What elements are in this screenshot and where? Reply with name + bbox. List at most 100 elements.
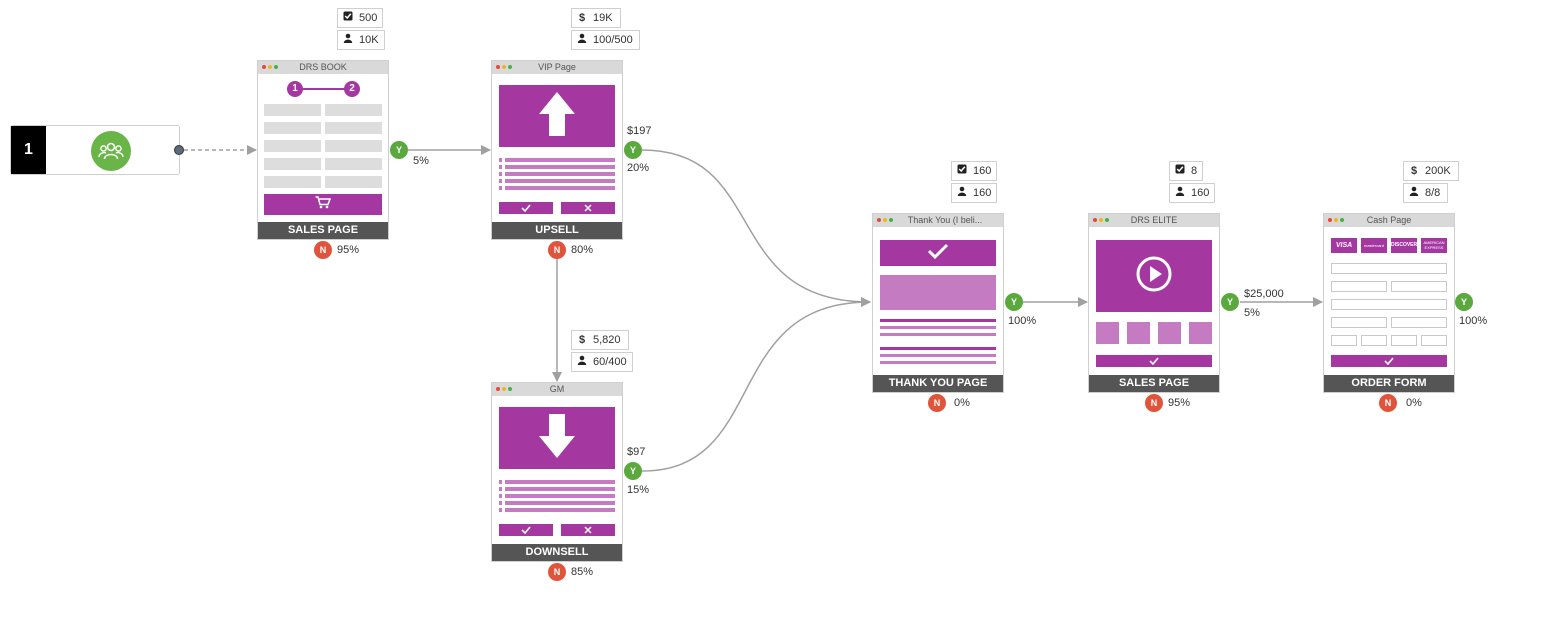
yes-percent: 5% <box>1244 307 1260 319</box>
stat-cash-revenue: $ 200K <box>1403 161 1459 181</box>
page-upsell[interactable]: VIP Page UPSELL <box>491 60 623 240</box>
yes-price: $97 <box>627 446 646 458</box>
no-badge[interactable]: N <box>548 563 566 581</box>
no-percent: 0% <box>1406 397 1422 409</box>
yes-badge[interactable]: Y <box>390 141 408 159</box>
cart-icon <box>315 195 332 214</box>
no-percent: 95% <box>1168 397 1191 409</box>
yes-percent: 20% <box>627 162 650 174</box>
page-title: Thank You (I beli... <box>907 215 983 225</box>
person-icon <box>957 184 967 202</box>
stat-thankyou-visitors: 160 <box>951 183 997 203</box>
page-title: Cash Page <box>1366 215 1412 225</box>
stat-sales-checks: 500 <box>337 8 383 28</box>
arrow-down-icon <box>538 412 576 465</box>
stat-value: 19K <box>593 12 613 24</box>
yes-badge[interactable]: Y <box>1221 293 1239 311</box>
stat-thankyou-checks: 160 <box>951 161 997 181</box>
close-icon <box>584 199 592 217</box>
stat-elite-checks: 8 <box>1169 161 1203 181</box>
dollar-icon: $ <box>578 334 586 346</box>
page-cash-page[interactable]: Cash Page VISA mastercard DISCOVER AMERI… <box>1323 213 1455 393</box>
page-title: GM <box>549 384 565 394</box>
stat-upsell-revenue: $ 19K <box>571 8 621 28</box>
accept-button <box>499 524 553 536</box>
no-badge[interactable]: N <box>314 241 332 259</box>
stat-value: 160 <box>1191 187 1210 199</box>
stat-value: 500 <box>359 12 378 24</box>
yes-badge[interactable]: Y <box>1005 293 1023 311</box>
no-badge[interactable]: N <box>1145 394 1163 412</box>
source-output-handle[interactable] <box>174 145 184 155</box>
stat-value: 160 <box>973 165 992 177</box>
no-percent: 0% <box>954 397 970 409</box>
connector-upsell-to-thankyou <box>641 149 871 307</box>
stat-downsell-revenue: $ 5,820 <box>571 330 629 350</box>
no-badge[interactable]: N <box>928 394 946 412</box>
connector-downsell-to-thankyou <box>641 297 871 472</box>
page-thank-you[interactable]: Thank You (I beli... THANK YOU PAGE <box>872 213 1004 393</box>
check-icon <box>1149 352 1159 370</box>
source-number: 1 <box>11 126 46 174</box>
stat-downsell-buyers: 60/400 <box>571 352 633 372</box>
page-title: VIP Page <box>538 62 576 72</box>
stat-upsell-buyers: 100/500 <box>571 30 640 50</box>
arrow-up-icon <box>538 90 576 143</box>
dollar-icon: $ <box>578 12 586 24</box>
person-icon <box>577 31 587 49</box>
page-thumbnail <box>492 74 622 223</box>
page-thumbnail: VISA mastercard DISCOVER AMERICAN EXPRES… <box>1324 227 1454 376</box>
stat-value: 200K <box>1425 165 1451 177</box>
page-title: DRS ELITE <box>1130 215 1178 225</box>
page-type-label: THANK YOU PAGE <box>873 375 1003 392</box>
page-title-bar: Thank You (I beli... <box>873 214 1003 227</box>
page-thumbnail <box>1089 227 1219 376</box>
page-type-label: UPSELL <box>492 222 622 239</box>
accept-button <box>499 202 553 214</box>
no-badge[interactable]: N <box>548 241 566 259</box>
yes-badge[interactable]: Y <box>1455 293 1473 311</box>
yes-percent: 5% <box>413 155 429 167</box>
page-thumbnail <box>873 227 1003 376</box>
confirm-button <box>1096 355 1212 367</box>
person-icon <box>577 353 587 371</box>
page-type-label: DOWNSELL <box>492 544 622 561</box>
stat-elite-visitors: 160 <box>1169 183 1215 203</box>
page-sales-page[interactable]: DRS BOOK 1 2 SALES PAGE <box>257 60 389 240</box>
page-thumbnail: 1 2 <box>258 74 388 223</box>
page-downsell[interactable]: GM DOWNSELL <box>491 382 623 562</box>
mastercard-logo: mastercard <box>1361 238 1387 253</box>
traffic-source-node[interactable]: 1 <box>10 125 180 175</box>
cart-button <box>264 194 382 215</box>
page-type-label: SALES PAGE <box>258 222 388 239</box>
stat-value: 10K <box>359 34 379 46</box>
page-thumbnail <box>492 396 622 545</box>
no-percent: 80% <box>571 244 594 256</box>
no-percent: 95% <box>337 244 360 256</box>
page-title-bar: GM <box>492 383 622 396</box>
decline-button <box>561 524 615 536</box>
close-icon <box>584 521 592 539</box>
stat-value: 8/8 <box>1425 187 1441 199</box>
yes-badge[interactable]: Y <box>624 141 642 159</box>
stat-value: 60/400 <box>593 356 627 368</box>
stat-value: 160 <box>973 187 992 199</box>
page-drs-elite[interactable]: DRS ELITE SALES PAGE <box>1088 213 1220 393</box>
page-title-bar: DRS ELITE <box>1089 214 1219 227</box>
yes-percent: 15% <box>627 484 650 496</box>
yes-badge[interactable]: Y <box>624 462 642 480</box>
discover-logo: DISCOVER <box>1391 238 1417 253</box>
yes-percent: 100% <box>1459 315 1488 327</box>
dollar-icon: $ <box>1410 165 1418 177</box>
submit-order-button <box>1331 355 1447 367</box>
checkbox-icon <box>343 9 353 27</box>
no-badge[interactable]: N <box>1379 394 1397 412</box>
page-type-label: ORDER FORM <box>1324 375 1454 392</box>
page-type-label: SALES PAGE <box>1089 375 1219 392</box>
people-group-icon <box>91 131 131 171</box>
check-icon <box>521 199 531 217</box>
no-percent: 85% <box>571 566 594 578</box>
check-icon <box>1384 352 1394 370</box>
checkbox-icon <box>957 162 967 180</box>
decline-button <box>561 202 615 214</box>
